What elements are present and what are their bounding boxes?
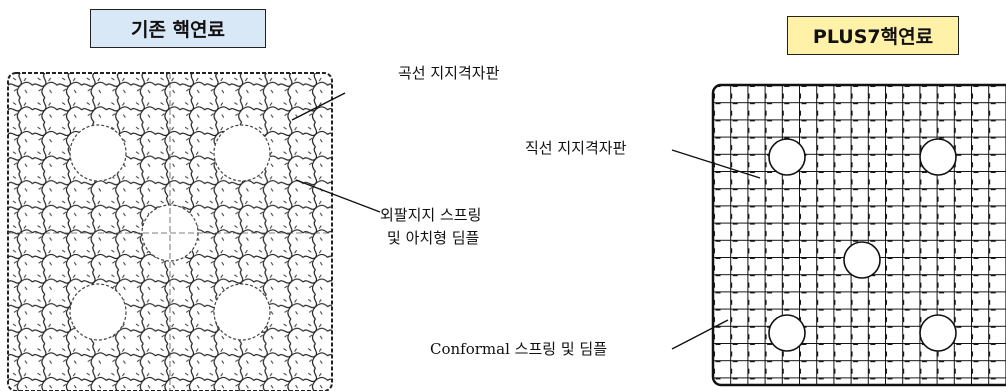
plus7-fuel-title: PLUS7핵연료 — [787, 16, 959, 55]
callout-outer-spring-line1: 외팔지지 스프링 — [380, 206, 482, 224]
legacy-grid — [7, 72, 333, 391]
guide-tube-hole — [213, 124, 271, 182]
callout-conformal-suffix: 스프링 및 딤플 — [509, 340, 607, 358]
legacy-fuel-title: 기존 핵연료 — [90, 9, 266, 48]
callout-curved-grid: 곡선 지지격자판 — [398, 64, 500, 82]
leader-outer-spring — [295, 179, 381, 213]
guide-tube-hole — [69, 283, 127, 341]
callout-outer-spring-line2: 및 아치형 딤플 — [387, 229, 480, 247]
callout-conformal-prefix: Conformal — [430, 340, 510, 358]
leader-conformal — [671, 319, 729, 350]
guide-tube-hole — [768, 314, 806, 352]
leader-curved-grid — [291, 92, 346, 121]
callout-straight-grid: 직선 지지격자판 — [525, 139, 627, 157]
guide-tube-hole — [843, 241, 881, 279]
guide-tube-hole — [768, 138, 806, 176]
guide-tube-hole — [213, 283, 271, 341]
guide-tube-hole — [919, 314, 957, 352]
callout-conformal: Conformal 스프링 및 딤플 — [430, 339, 607, 359]
guide-tube-hole — [919, 138, 957, 176]
leader-lines — [291, 92, 761, 350]
leader-straight-grid — [671, 149, 761, 179]
guide-tube-hole — [69, 124, 127, 182]
plus7-grid — [711, 83, 1006, 387]
